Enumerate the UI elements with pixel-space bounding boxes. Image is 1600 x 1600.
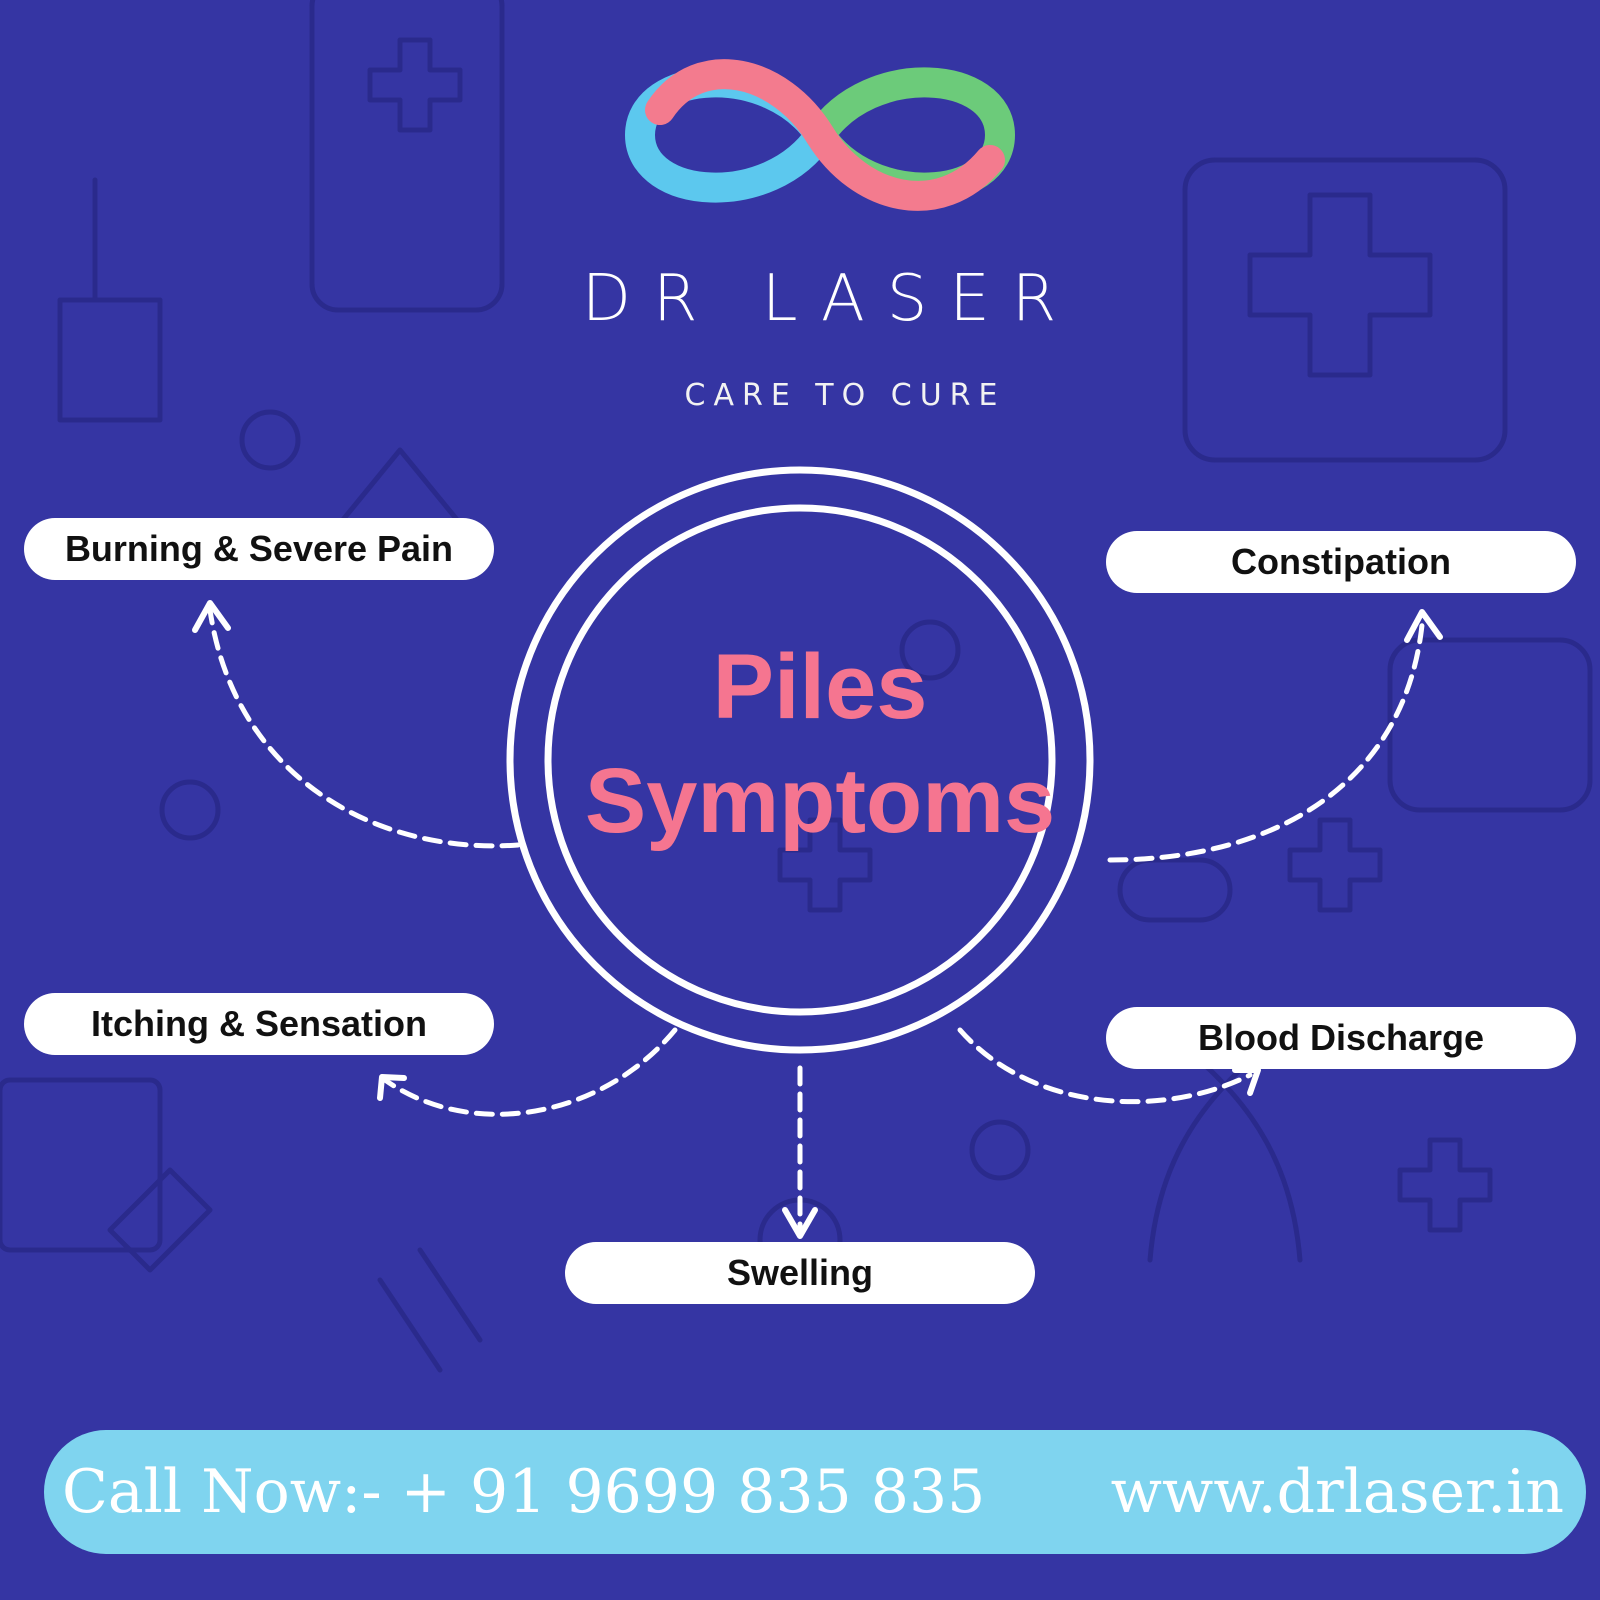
symptom-pill-constipation: Constipation [1106, 531, 1576, 593]
contact-footer-bar: Call Now:- + 91 9699 835 835 www.drlaser… [44, 1430, 1586, 1554]
outer-ring [506, 466, 1094, 1054]
diagram-center-title: Piles Symptoms [540, 630, 1100, 858]
arrow-to-itching [382, 1027, 678, 1117]
symptom-pill-swelling: Swelling [565, 1242, 1035, 1304]
center-title-line-1: Piles [712, 636, 928, 738]
website-link[interactable]: www.drlaser.in [1110, 1457, 1564, 1527]
symptom-pill-itching: Itching & Sensation [24, 993, 494, 1055]
brand-tagline: CARE TO CURE [684, 378, 1006, 413]
arrow-to-constipation [1107, 622, 1425, 863]
call-now-text[interactable]: Call Now:- + 91 9699 835 835 [62, 1457, 986, 1527]
brand-name: DR LASER [581, 262, 1079, 336]
arrowhead-burning [192, 600, 231, 633]
center-title-line-2: Symptoms [584, 750, 1056, 852]
arrowhead-swelling [782, 1207, 818, 1239]
infinity-logo-icon [624, 59, 1016, 211]
symptom-pill-blood-discharge: Blood Discharge [1106, 1007, 1576, 1069]
arrow-to-burning [207, 607, 521, 849]
symptom-pill-burning: Burning & Severe Pain [24, 518, 494, 580]
arrowhead-itching [377, 1074, 407, 1101]
arrow-to-blood [957, 1027, 1253, 1105]
inner-ring [544, 504, 1056, 1016]
arrowhead-blood [1232, 1067, 1261, 1096]
arrowhead-constipation [1404, 609, 1443, 643]
